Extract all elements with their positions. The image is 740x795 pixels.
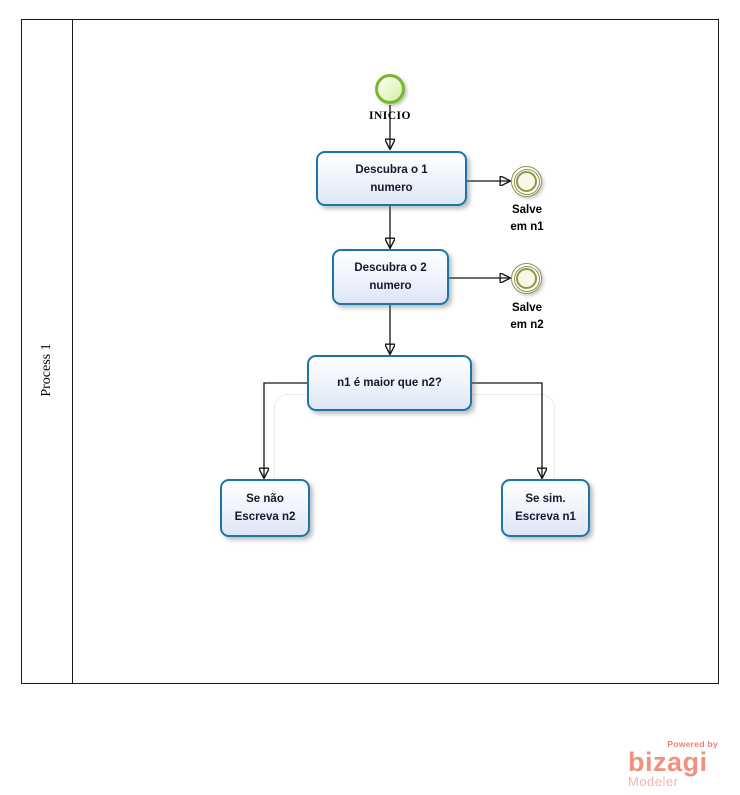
task-decision-n1-maior-n2[interactable]: n1 é maior que n2?: [307, 355, 472, 411]
end-event-core: [516, 171, 537, 192]
end-event-label: Salve em n2: [492, 300, 562, 334]
end-event-ring: [513, 265, 540, 292]
end-event-label-line: em n2: [510, 319, 544, 331]
process-pool: Process 1: [21, 19, 719, 684]
task-label-line: Escreva n1: [515, 511, 576, 523]
task-label-line: Escreva n2: [234, 511, 296, 523]
task-label-line: numero: [369, 280, 412, 292]
bizagi-logo: bizagi: [628, 747, 708, 777]
powered-by-text: Powered by: [667, 739, 718, 749]
task-label-line: Se não: [246, 493, 284, 505]
start-event-label: INICIO: [369, 110, 411, 122]
end-event-label-line: Salve: [511, 302, 543, 314]
bizagi-modeler-text: Modeler: [628, 774, 679, 789]
end-event-label-line: em n1: [510, 221, 544, 233]
end-event-save-n2[interactable]: [511, 263, 542, 294]
task-se-nao-escreva-n2[interactable]: Se não Escreva n2: [220, 479, 310, 537]
task-descubra-2[interactable]: Descubra o 2 numero: [332, 249, 449, 305]
task-label-line: Descubra o 1: [355, 163, 428, 176]
end-event-ring: [513, 168, 540, 195]
end-event-label: Salve em n1: [492, 202, 562, 236]
end-event-save-n1[interactable]: [511, 166, 542, 197]
bizagi-branding: Powered by bizagi Modeler: [628, 739, 720, 789]
task-descubra-1[interactable]: Descubra o 1 numero: [316, 151, 467, 206]
end-event-core: [516, 268, 537, 289]
end-event-label-line: Salve: [511, 204, 543, 216]
task-label-line: Se sim.: [525, 493, 566, 505]
pool-label-strip: Process 1: [22, 20, 73, 683]
task-label-line: Descubra o 2: [354, 262, 427, 274]
start-event-circle[interactable]: [375, 74, 405, 104]
task-label-line: n1 é maior que n2?: [337, 377, 442, 389]
task-label-line: numero: [370, 181, 413, 194]
pool-title: Process 1: [39, 343, 54, 397]
task-se-sim-escreva-n1[interactable]: Se sim. Escreva n1: [501, 479, 590, 537]
